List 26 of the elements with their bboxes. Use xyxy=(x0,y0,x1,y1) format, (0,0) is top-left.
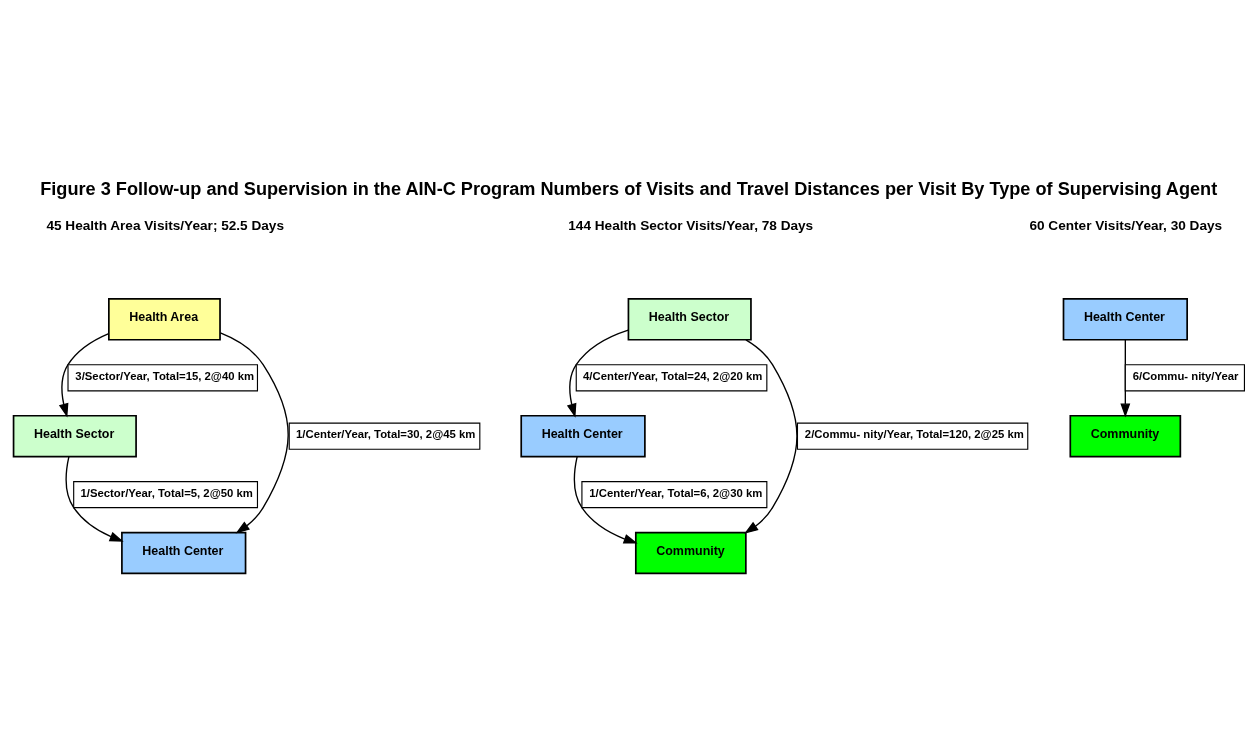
label: 144 Health Sector Visits/Year, 78 Days xyxy=(568,217,814,233)
edge-label: 2/Commu- nity/Year, Total=120, 2@25 km xyxy=(804,427,1024,440)
arrow xyxy=(58,332,110,418)
arrow xyxy=(566,329,629,418)
node-box: Health Area xyxy=(108,297,221,341)
edge-label: 3/Sector/Year, Total=15, 2@40 km xyxy=(75,369,255,382)
label: 60 Center Visits/Year, 30 Days xyxy=(1029,217,1223,233)
edge-label: 6/Commu- nity/Year xyxy=(1132,369,1239,382)
arrow xyxy=(1120,338,1131,418)
edge-label: 1/Sector/Year, Total=5, 2@50 km xyxy=(80,486,253,499)
edge-label: 4/Center/Year, Total=24, 2@20 km xyxy=(583,369,763,382)
label: 45 Health Area Visits/Year; 52.5 Days xyxy=(46,217,285,233)
node-box: Health Sector xyxy=(12,414,137,457)
arrow xyxy=(744,338,798,534)
node-box: Community xyxy=(1069,414,1182,457)
node-box: Health Center xyxy=(520,414,646,457)
node-box: Health Center xyxy=(1062,297,1188,341)
arrow xyxy=(573,455,638,544)
diagram-title: Figure 3 Follow-up and Supervision in the AIN-C Program Numbers of Visits and Travel Distances per Visit By Type of Supervising Agent xyxy=(40,178,1218,199)
node-box: Community xyxy=(634,531,747,574)
arrow xyxy=(65,455,124,542)
node-box: Health Center xyxy=(121,531,247,574)
arrow xyxy=(219,331,289,534)
edge-label: 1/Center/Year, Total=30, 2@45 km xyxy=(296,427,476,440)
node-box: Health Sector xyxy=(627,297,752,341)
edge-label: 1/Center/Year, Total=6, 2@30 km xyxy=(589,486,763,499)
